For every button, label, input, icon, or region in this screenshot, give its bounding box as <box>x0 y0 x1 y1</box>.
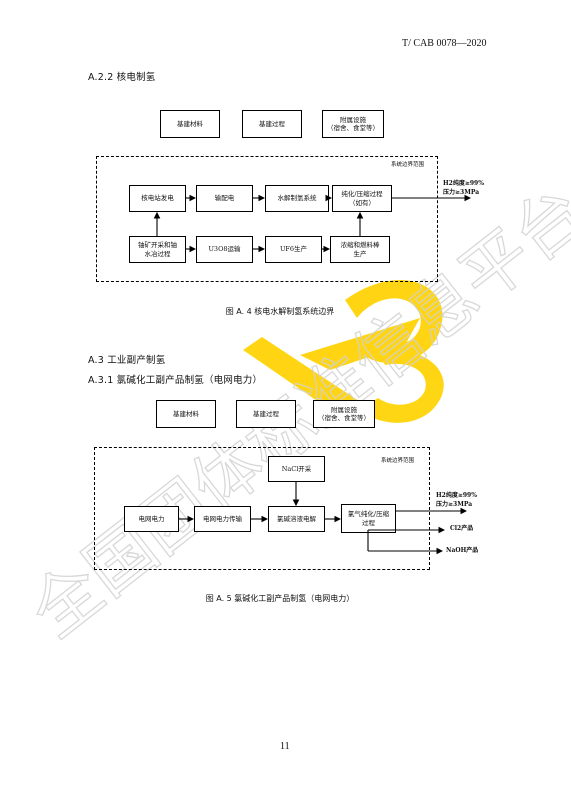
fig5-output-naoh: NaOH产品 <box>446 547 479 554</box>
fig4-caption: 图 A. 4 核电水解制氢系统边界 <box>225 307 335 316</box>
fig5-caption: 图 A. 5 氯碱化工副产品制氢（电网电力） <box>205 594 355 603</box>
section-heading-a22: A.2.2 核电制氢 <box>88 72 156 83</box>
fig5-output-pressure: 压力≥3MPa <box>436 501 473 508</box>
fig4-box-u3o8-transport: U3O8运输 <box>196 236 253 263</box>
fig5-box-nacl-mining: NaCl开采 <box>268 456 325 482</box>
fig5-box-grid-transmission: 电网电力传输 <box>194 506 251 532</box>
fig4-box-uf6-production: UF6生产 <box>265 236 322 263</box>
section-heading-a31: A.3.1 氯碱化工副产品制氢（电网电力） <box>88 375 263 386</box>
fig4-box-construction-process: 基建过程 <box>242 110 302 138</box>
fig4-output-pressure: 压力≥3MPa <box>443 189 480 196</box>
fig5-box-construction-materials: 基建材料 <box>156 400 216 428</box>
fig5-output-h2-purity: H2纯度≥99% <box>436 492 477 499</box>
fig5-box-auxiliary-facilities: 附属设施 （宿舍、食堂等） <box>313 400 375 428</box>
fig5-boundary-label: 系统边界范围 <box>381 458 415 464</box>
fig5-box-construction-process: 基建过程 <box>236 400 296 428</box>
fig5-system-boundary <box>94 447 430 570</box>
fig4-box-uranium-mining: 铀矿开采和铀 水冶过程 <box>129 236 186 263</box>
fig4-boundary-label: 系统边界范围 <box>391 162 425 168</box>
fig4-box-auxiliary-facilities: 附属设施 （宿舍、食堂等） <box>322 110 384 138</box>
standard-number: T/ CAB 0078—2020 <box>402 38 487 49</box>
fig4-box-construction-materials: 基建材料 <box>160 110 220 138</box>
fig4-output-h2-purity: H2纯度≥99% <box>443 180 484 187</box>
fig5-box-grid-power: 电网电力 <box>124 506 179 532</box>
fig5-box-chloralkali-electrolysis: 氯碱溶液电解 <box>268 506 325 532</box>
fig5-output-cl2: Cl2产品 <box>450 525 474 532</box>
fig4-box-enrichment: 浓缩和燃料棒 生产 <box>330 236 390 263</box>
page-number: 11 <box>280 741 290 752</box>
fig4-box-purification: 纯化/压缩过程 （如有） <box>332 185 392 212</box>
fig4-box-nuclear-power: 核电站发电 <box>129 185 186 212</box>
section-heading-a3: A.3 工业副产制氢 <box>88 355 166 366</box>
fig4-box-transmission: 输配电 <box>196 185 253 212</box>
fig4-system-boundary <box>96 156 438 282</box>
fig5-box-purification: 氯气纯化/压缩 过程 <box>341 504 396 533</box>
